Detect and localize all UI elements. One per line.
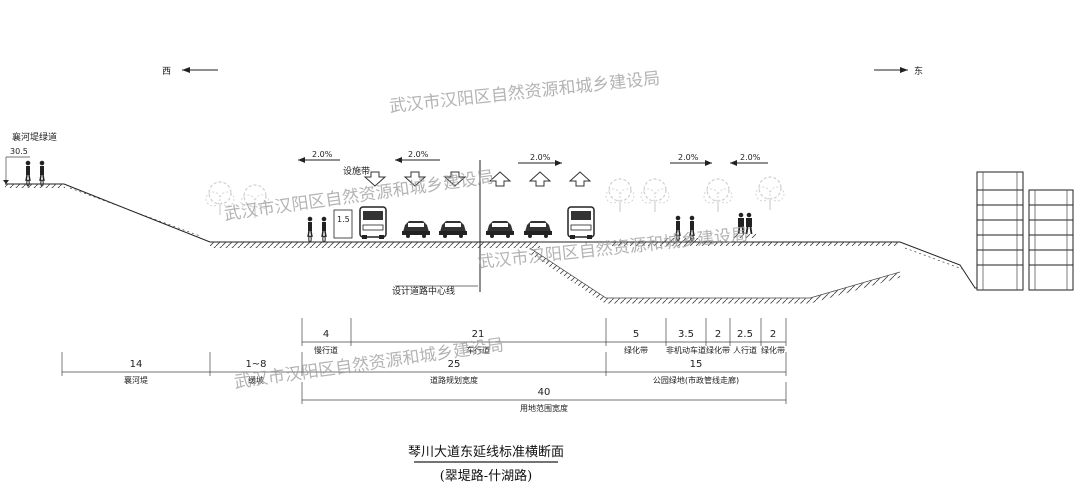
tree-icon (640, 178, 670, 213)
slope-indicator: 2.0% (670, 153, 712, 166)
svg-text:绿化带: 绿化带 (706, 345, 730, 355)
arrow-icon (529, 171, 551, 187)
west-label: 西 (162, 66, 171, 77)
svg-text:绿化带: 绿化带 (761, 345, 785, 355)
slope-indicator: 2.0% (395, 150, 440, 163)
east-arrow-icon (874, 67, 908, 73)
drawing-subtitle: (翠堤路-什湖路) (440, 468, 533, 484)
river-greenway-label: 襄河堤绿道 (12, 131, 57, 143)
tree-icon (755, 176, 785, 211)
svg-text:15: 15 (690, 359, 703, 370)
ground-profile (63, 183, 1000, 304)
svg-text:公园绿地(市政管线走廊): 公园绿地(市政管线走廊) (653, 375, 739, 385)
svg-text:4: 4 (323, 329, 329, 340)
bus-icon (567, 206, 595, 240)
bike-lane-slab (664, 238, 700, 242)
bike-lane-width: 1.5 (337, 215, 350, 224)
west-arrow-icon (182, 67, 218, 73)
building-icon (1028, 189, 1074, 291)
svg-text:2.0%: 2.0% (740, 153, 761, 162)
svg-text:40: 40 (538, 387, 551, 398)
car-icon (402, 221, 430, 238)
svg-text:非机动车道: 非机动车道 (666, 345, 706, 355)
svg-text:道路规划宽度: 道路规划宽度 (430, 375, 478, 385)
elevation-marker-icon (3, 156, 30, 184)
svg-text:人行道: 人行道 (733, 345, 757, 355)
drawing-title: 琴川大道东延线标准横断面 (408, 445, 564, 460)
slope-indicator: 2.0% (730, 153, 768, 166)
sidewalk-slab (732, 234, 756, 238)
svg-text:2.5: 2.5 (737, 329, 753, 340)
car-icon (486, 221, 514, 238)
arrow-icon (569, 171, 591, 187)
bicycle-icon (38, 159, 46, 187)
svg-text:2.0%: 2.0% (312, 150, 333, 159)
bus-icon (359, 206, 387, 240)
svg-text:用地范围宽度: 用地范围宽度 (520, 403, 568, 413)
svg-text:21: 21 (472, 329, 485, 340)
greenway-hatch (5, 184, 65, 188)
facility-belt-label: 设施带 (343, 165, 370, 177)
car-icon (524, 221, 552, 238)
bicycle-icon (320, 215, 328, 243)
svg-text:慢行道: 慢行道 (314, 345, 338, 355)
east-label: 东 (914, 65, 923, 77)
tree-icon (605, 178, 635, 213)
svg-text:14: 14 (130, 359, 143, 370)
car-icon (439, 221, 467, 238)
svg-text:绿化带: 绿化带 (624, 345, 648, 355)
slope-indicator: 2.0% (298, 150, 340, 163)
svg-text:1~8: 1~8 (245, 359, 266, 370)
watermark: 武汉市汉阳区自然资源和城乡建设局 (476, 225, 749, 273)
building-icon (976, 171, 1024, 291)
svg-text:2: 2 (715, 329, 721, 340)
svg-text:2.0%: 2.0% (678, 153, 699, 162)
dimension-row-middle: 14 襄河堤 1~8 缓坡 25 道路规划宽度 15 公园绿地(市政管线走廊) (61, 352, 787, 385)
svg-text:3.5: 3.5 (678, 329, 694, 340)
elevation-label: 30.5 (10, 147, 28, 156)
svg-text:车行道: 车行道 (466, 345, 490, 355)
svg-text:缓坡: 缓坡 (248, 375, 264, 385)
dimension-row-top: 4 慢行道 21 车行道 5 绿化带 3.5 非机动车道 2 绿化带 2.5 人… (301, 318, 787, 355)
svg-text:25: 25 (448, 359, 461, 370)
svg-text:2: 2 (770, 329, 776, 340)
tree-icon (703, 178, 733, 213)
dimension-row-bottom: 40 用地范围宽度 (301, 382, 787, 413)
centerline-label: 设计道路中心线 (392, 285, 455, 297)
watermark: 武汉市汉阳区自然资源和城乡建设局 (388, 69, 661, 117)
bike-lane-box (333, 209, 353, 239)
svg-text:5: 5 (633, 329, 639, 340)
svg-text:2.0%: 2.0% (408, 150, 429, 159)
svg-text:2.0%: 2.0% (530, 153, 551, 162)
bicycle-icon (306, 215, 314, 243)
bicycle-icon (24, 159, 32, 187)
slope-indicator: 2.0% (518, 153, 562, 166)
svg-text:襄河堤: 襄河堤 (124, 375, 148, 385)
